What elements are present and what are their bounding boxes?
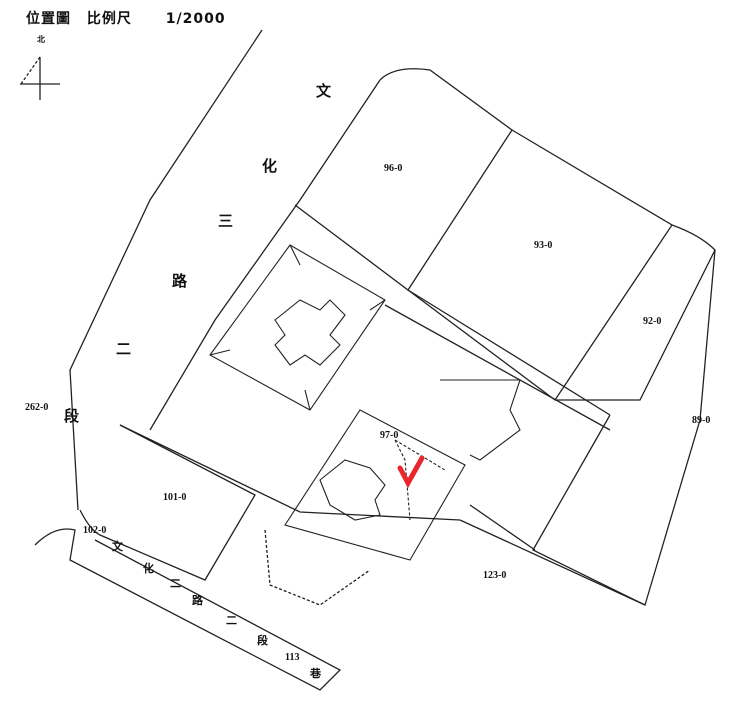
parcel-123 [459, 504, 646, 606]
parcel-label: 123-0 [483, 570, 507, 581]
courtyard [264, 529, 371, 606]
parcel-93 [407, 129, 673, 401]
lane-char: 段 [257, 634, 268, 647]
map-header: 位置圖 比例尺 1/2000 [26, 8, 236, 28]
road-edge-west [69, 29, 263, 511]
lane-char: 路 [192, 594, 203, 607]
parcel-label: 102-0 [83, 525, 107, 536]
parcel-label: 92-0 [643, 316, 662, 327]
parcel-label: 97-0 [380, 430, 399, 441]
lane-char: 二 [170, 577, 181, 590]
road-char: 二 [116, 340, 132, 358]
north-label: 北 [37, 35, 45, 44]
north-arrow-icon [20, 56, 60, 100]
parcel-101 [79, 424, 256, 581]
road-char: 段 [64, 407, 80, 425]
road-char: 化 [262, 157, 278, 175]
road-edge-block [119, 424, 461, 521]
lane-char: 文 [112, 540, 123, 553]
parcel-label: 93-0 [534, 240, 553, 251]
road-char: 文 [316, 82, 332, 100]
parcel-label: 96-0 [384, 163, 403, 174]
map-title: 位置圖 [26, 11, 71, 27]
scale-label: 比例尺 [86, 11, 132, 27]
check-mark [397, 455, 425, 489]
lane [34, 528, 342, 691]
lane-char: 巷 [310, 667, 321, 680]
road-char: 路 [172, 272, 188, 290]
parcel-label: 262-0 [25, 402, 49, 413]
lane-number: 113 [285, 652, 300, 663]
building-south [284, 379, 521, 561]
lane-char: 化 [143, 562, 154, 575]
scale-value: 1/2000 [165, 11, 226, 27]
road-edge-east [149, 79, 381, 431]
building-north [209, 244, 386, 411]
parcel-label: 101-0 [163, 492, 187, 503]
parcel-96 [294, 68, 513, 291]
road-char: 三 [218, 212, 234, 230]
strip [384, 289, 611, 431]
lane-char: 二 [226, 614, 237, 627]
parcel-label: 89-0 [692, 415, 711, 426]
parcel-92 [555, 224, 716, 401]
